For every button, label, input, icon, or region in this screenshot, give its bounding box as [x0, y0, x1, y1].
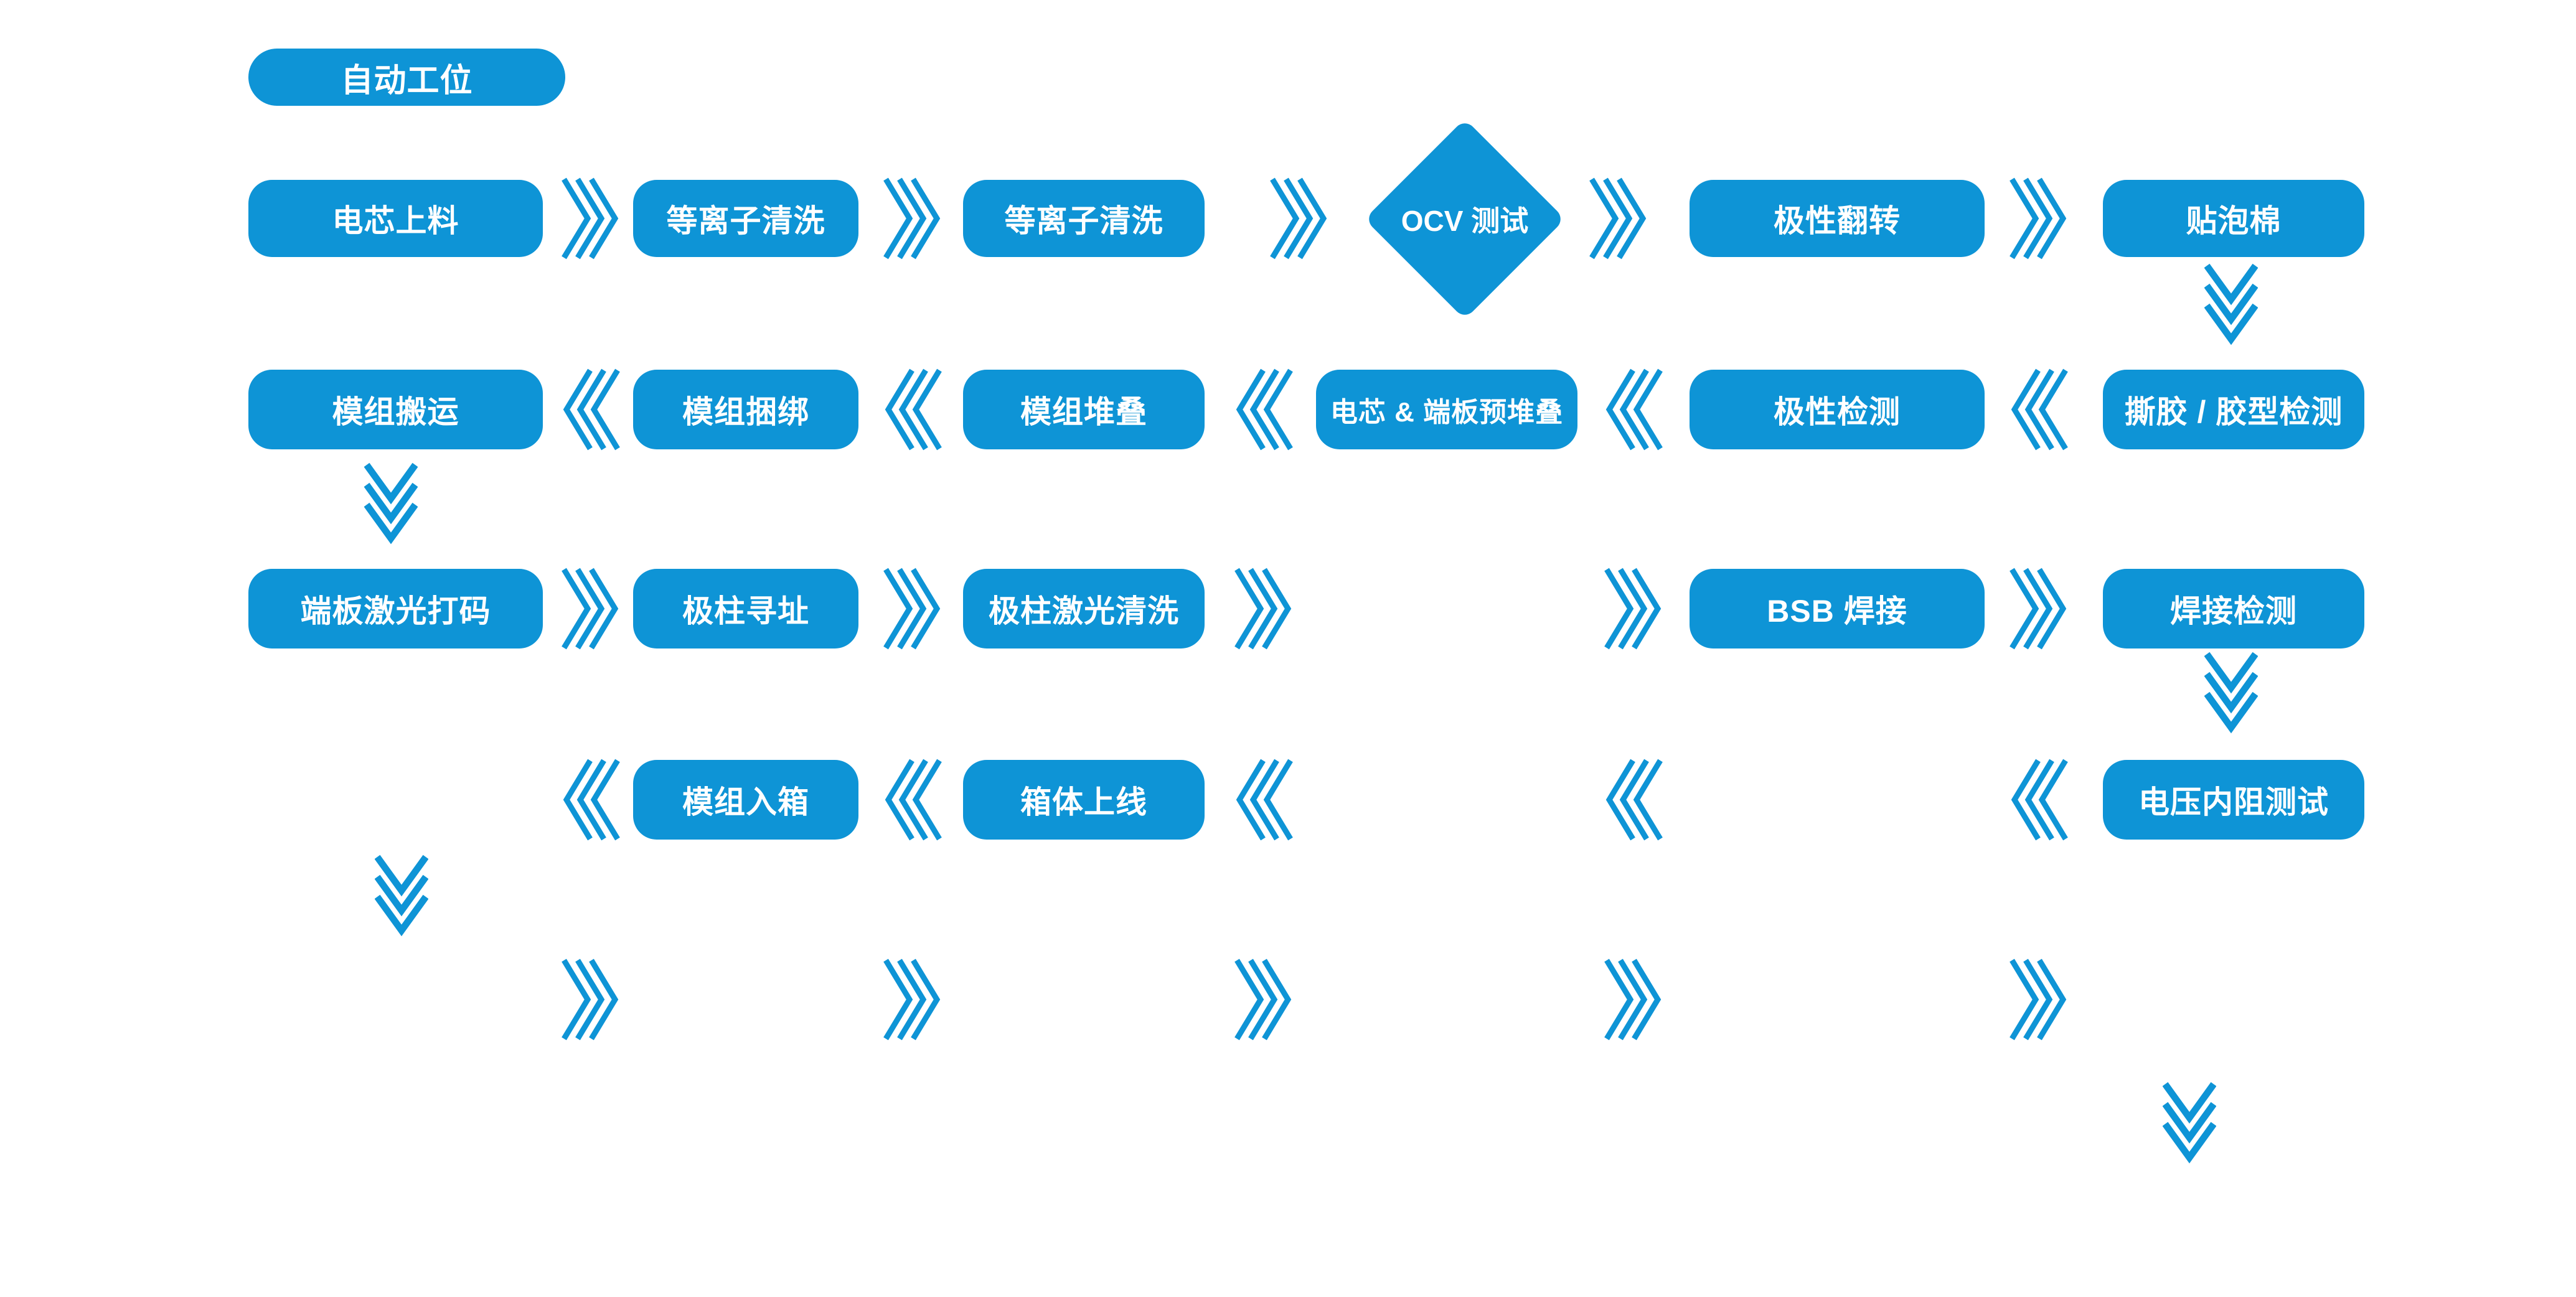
chevron-down-icon: [375, 855, 428, 937]
node-tape-peel-glue-inspection: 撕胶 / 胶型检测: [2103, 370, 2364, 449]
node-module-strapping: 模组捆绑: [633, 370, 858, 449]
chevron-right-icon: [2010, 177, 2068, 260]
node-pole-laser-cleaning: 极柱激光清洗: [963, 569, 1205, 648]
chevron-right-icon: [562, 177, 620, 260]
chevron-right-icon: [2010, 567, 2068, 650]
node-welding-inspection: 焊接检测: [2103, 569, 2364, 648]
node-voltage-ir-test: 电压内阻测试: [2103, 760, 2364, 840]
legend-pill-auto-station: 自动工位: [248, 49, 565, 106]
chevron-left-icon: [1234, 758, 1293, 841]
chevron-left-icon: [2010, 368, 2068, 451]
node-pole-addressing: 极柱寻址: [633, 569, 858, 648]
chevron-down-icon: [2204, 652, 2258, 734]
chevron-left-icon: [2010, 758, 2068, 841]
chevron-left-icon: [883, 758, 942, 841]
chevron-left-icon: [1604, 758, 1663, 841]
chevron-left-icon: [562, 758, 620, 841]
chevron-right-icon: [562, 958, 620, 1041]
chevron-down-icon: [364, 462, 418, 545]
chevron-right-icon: [883, 177, 942, 260]
chevron-right-icon: [1604, 958, 1663, 1041]
node-bsb-welding: BSB 焊接: [1690, 569, 1985, 648]
chevron-left-icon: [1604, 368, 1663, 451]
node-module-into-box: 模组入箱: [633, 760, 858, 840]
chevron-left-icon: [883, 368, 942, 451]
node-plasma-cleaning-2: 等离子清洗: [963, 180, 1205, 257]
chevron-right-icon: [883, 958, 942, 1041]
node-box-loading: 箱体上线: [963, 760, 1205, 840]
chevron-left-icon: [562, 368, 620, 451]
chevron-right-icon: [1234, 567, 1293, 650]
node-module-stacking: 模组堆叠: [963, 370, 1205, 449]
chevron-down-icon: [2163, 1082, 2216, 1164]
chevron-right-icon: [883, 567, 942, 650]
node-plasma-cleaning-1: 等离子清洗: [633, 180, 858, 257]
node-ocv-test-diamond: OCV 测试: [1364, 118, 1566, 320]
node-polarity-inspection: 极性检测: [1690, 370, 1985, 449]
diamond-label: OCV 测试: [1401, 205, 1529, 237]
chevron-right-icon: [562, 567, 620, 650]
chevron-right-icon: [2010, 958, 2068, 1041]
chevron-right-icon: [1604, 567, 1663, 650]
chevron-right-icon: [1589, 177, 1648, 260]
node-polarity-flip: 极性翻转: [1690, 180, 1985, 257]
node-cell-endplate-prestacking: 电芯 & 端板预堆叠: [1316, 370, 1577, 449]
chevron-down-icon: [2204, 263, 2258, 345]
node-module-transfer: 模组搬运: [248, 370, 543, 449]
node-endplate-laser-marking: 端板激光打码: [248, 569, 543, 648]
node-foam-pasting: 贴泡棉: [2103, 180, 2364, 257]
chevron-right-icon: [1270, 177, 1328, 260]
chevron-left-icon: [1234, 368, 1293, 451]
chevron-right-icon: [1234, 958, 1293, 1041]
node-cell-loading: 电芯上料: [248, 180, 543, 257]
